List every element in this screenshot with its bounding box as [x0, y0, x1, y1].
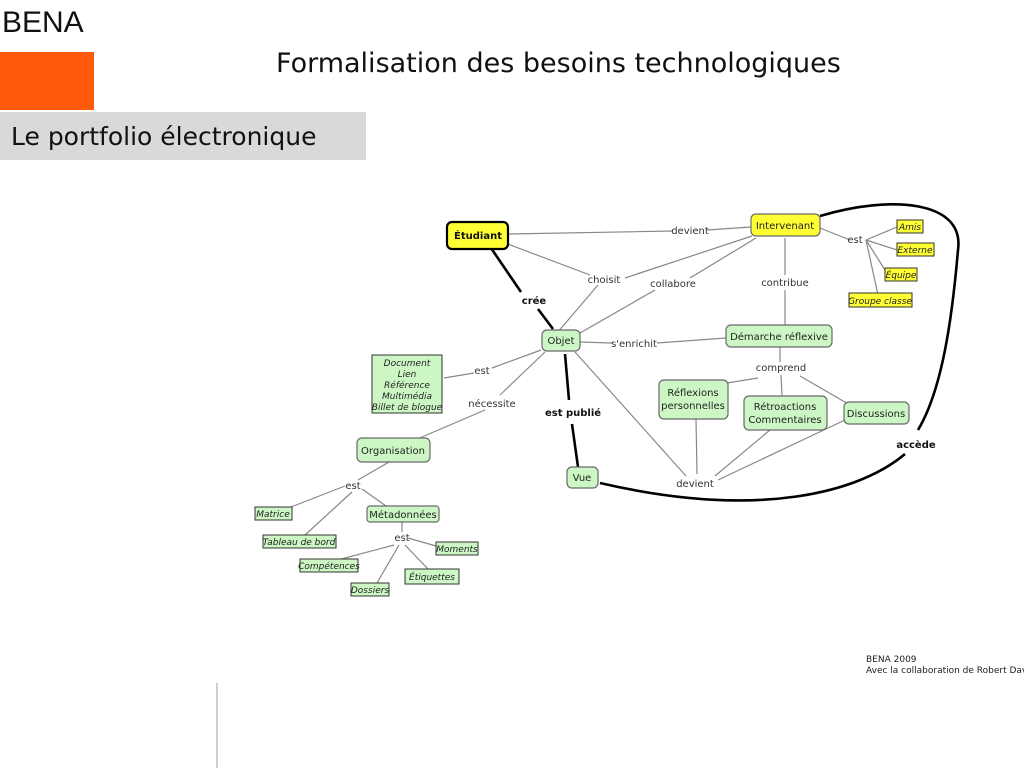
node-reflexions-personnelles: Réflexions personnelles: [658, 379, 729, 420]
svg-text:Intervenant: Intervenant: [756, 221, 814, 232]
svg-text:Lien: Lien: [398, 370, 417, 380]
brand-name: BENA: [2, 6, 84, 39]
svg-text:Compétences: Compétences: [298, 561, 360, 572]
node-externe: Externe: [896, 242, 935, 257]
node-amis: Amis: [896, 219, 924, 234]
link-label-necessite: nécessite: [468, 398, 515, 410]
link-label-est: est: [345, 481, 360, 492]
map-strong-connectors: [489, 203, 960, 502]
svg-text:Commentaires: Commentaires: [748, 415, 821, 426]
node-matrice: Matrice: [254, 506, 293, 521]
link-label-est: est: [394, 533, 409, 544]
svg-text:Organisation: Organisation: [361, 446, 425, 457]
link-label-accede: accède: [896, 439, 936, 451]
node-metadonnees: Métadonnées: [366, 505, 440, 523]
slide-title: Formalisation des besoins technologiques: [276, 48, 841, 79]
node-dossiers: Dossiers: [350, 582, 390, 597]
svg-text:Vue: Vue: [573, 473, 592, 484]
link-label-senrichit: s'enrichit: [611, 339, 657, 350]
svg-text:Équipe: Équipe: [886, 269, 917, 281]
link-label-contribue: contribue: [761, 278, 809, 289]
svg-text:Moments: Moments: [436, 545, 478, 555]
node-competences: Compétences: [298, 558, 360, 573]
svg-text:Document: Document: [384, 359, 431, 369]
link-label-est-publie: est publié: [545, 407, 601, 419]
node-discussions: Discussions: [843, 401, 910, 425]
svg-text:Multimédia: Multimédia: [382, 391, 432, 402]
svg-text:Démarche réflexive: Démarche réflexive: [730, 331, 828, 343]
link-label-devient: devient: [671, 226, 709, 237]
link-label-est: est: [847, 235, 862, 246]
map-connectors: [290, 226, 898, 584]
svg-text:Référence: Référence: [384, 380, 430, 391]
svg-text:Objet: Objet: [547, 336, 574, 347]
svg-text:Réflexions: Réflexions: [667, 387, 718, 399]
link-label-comprend: comprend: [756, 363, 806, 374]
svg-text:Rétroactions: Rétroactions: [754, 401, 817, 413]
svg-text:Amis: Amis: [898, 223, 921, 233]
svg-text:Billet de blogue: Billet de blogue: [372, 403, 443, 413]
node-equipe: Équipe: [884, 267, 918, 282]
credit-note: BENA 2009 Avec la collaboration de Rober…: [866, 655, 1024, 677]
node-intervenant: Intervenant: [750, 213, 821, 237]
svg-text:personnelles: personnelles: [661, 401, 725, 412]
svg-text:Étudiant: Étudiant: [454, 229, 502, 242]
credit-line-1: BENA 2009: [866, 655, 917, 665]
svg-text:Matrice: Matrice: [256, 510, 290, 520]
svg-text:Métadonnées: Métadonnées: [369, 509, 437, 521]
svg-text:Étiquettes: Étiquettes: [409, 571, 455, 583]
map-link-labels: devient est choisit collabore contribue …: [345, 226, 936, 544]
node-etiquettes: Étiquettes: [404, 568, 460, 585]
node-etudiant: Étudiant: [445, 220, 510, 251]
node-organisation: Organisation: [356, 437, 431, 463]
node-demarche-reflexive: Démarche réflexive: [725, 324, 833, 348]
link-label-collabore: collabore: [650, 279, 696, 290]
svg-text:Externe: Externe: [897, 246, 932, 256]
node-tableau-de-bord: Tableau de bord: [262, 534, 337, 549]
node-vue: Vue: [566, 466, 599, 489]
link-label-devient: devient: [676, 479, 714, 490]
node-retroactions-commentaires: Rétroactions Commentaires: [743, 395, 828, 431]
link-label-est: est: [474, 366, 489, 377]
svg-text:Tableau de bord: Tableau de bord: [263, 538, 336, 548]
link-label-choisit: choisit: [588, 275, 621, 286]
divider-line: [216, 683, 218, 768]
brand-accent-block: [0, 52, 94, 110]
svg-text:Dossiers: Dossiers: [351, 586, 390, 596]
node-groupe-classe: Groupe classe: [848, 292, 913, 308]
svg-text:Groupe classe: Groupe classe: [848, 297, 912, 307]
node-types-objet: Document Lien Référence Multimédia Bille…: [371, 354, 443, 414]
link-label-cree: crée: [522, 295, 547, 307]
svg-text:Discussions: Discussions: [847, 409, 905, 420]
node-moments: Moments: [435, 541, 479, 556]
node-objet: Objet: [541, 329, 581, 352]
credit-line-2: Avec la collaboration de Robert David: [866, 666, 1024, 676]
section-label: Le portfolio électronique: [0, 112, 366, 160]
